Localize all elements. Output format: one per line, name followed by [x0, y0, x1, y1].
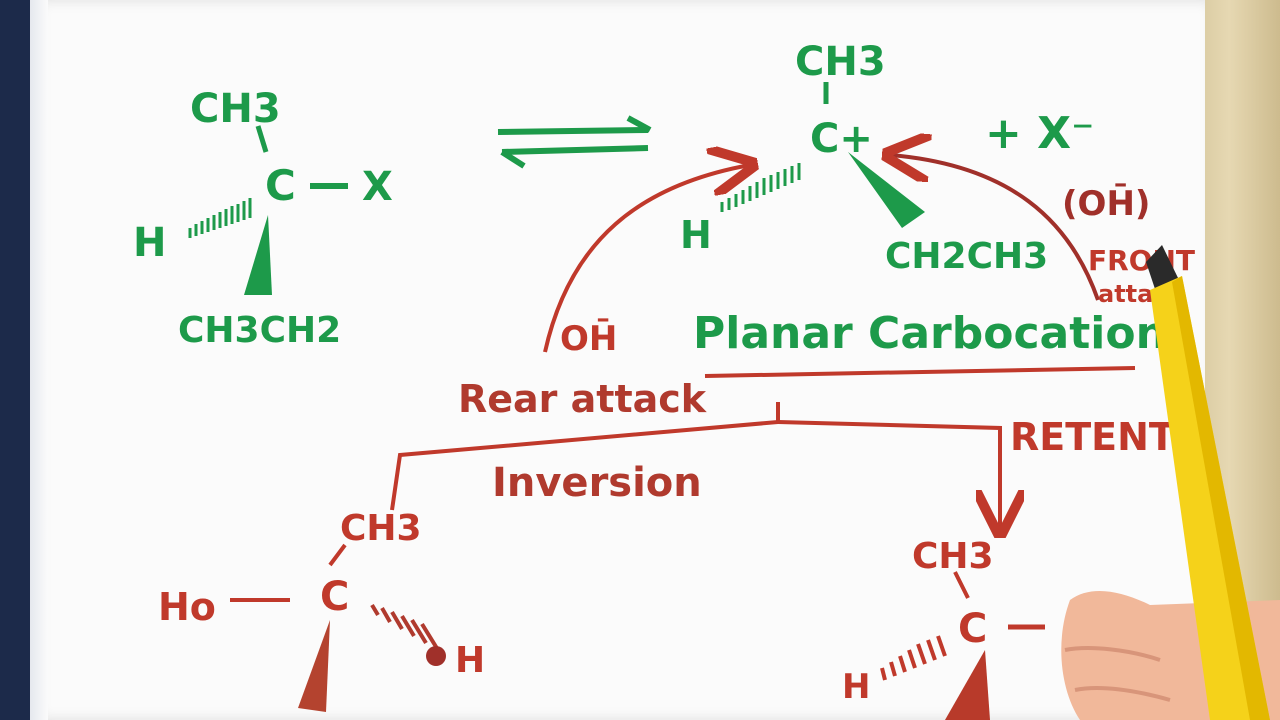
- inversion-product: CH3 C Ho H: [158, 508, 485, 712]
- retention-left-atom: H: [842, 667, 870, 707]
- paper-edge: [30, 0, 48, 720]
- paper-sheet: [30, 0, 1205, 720]
- inversion-hashed-bond: [370, 603, 440, 652]
- branch-right: [777, 420, 1000, 530]
- yellow-marker-icon: [1146, 245, 1270, 720]
- carbocation-bottom-group: CH2CH3: [885, 236, 1048, 277]
- front-attack-arrow: [890, 155, 1100, 301]
- inversion-wedge-bond: [298, 620, 330, 712]
- reactant-top-group: CH3: [190, 86, 281, 132]
- inversion-right-atom: H: [455, 640, 485, 681]
- inversion-center-carbon: C: [320, 574, 349, 620]
- rear-attack-arrow: [543, 165, 750, 353]
- inversion-label: Inversion: [492, 460, 702, 506]
- rear-nucleophile-label: OH̄: [560, 317, 617, 359]
- reactant-bottom-group: CH3CH2: [178, 310, 341, 351]
- branch-left: [390, 420, 779, 511]
- retention-top-group: CH3: [912, 536, 994, 577]
- reactant-hashed-bond: [188, 198, 252, 238]
- retention-center-carbon: C: [958, 606, 987, 652]
- inversion-top-group: CH3: [340, 508, 422, 549]
- planar-carbocation-label: Planar Carbocation: [693, 308, 1167, 359]
- reactant-center-carbon: C: [265, 161, 296, 210]
- equilibrium-arrows: [497, 115, 652, 169]
- front-nucleophile-label: (OH̄): [1062, 182, 1150, 224]
- reactant-left-atom: H: [133, 220, 166, 266]
- retention-wedge-bond: [945, 650, 990, 720]
- front-attack-label: FRONT: [1088, 244, 1195, 277]
- carbocation-left-atom: H: [680, 213, 712, 257]
- leaving-group-ion: + X⁻: [985, 108, 1094, 159]
- carbocation-molecule: CH3 C+ H CH2CH3 + X⁻: [680, 39, 1094, 277]
- reactant-wedge-bond: [244, 215, 272, 295]
- retention-hashed-bond: [880, 635, 947, 681]
- carbocation-center: C+: [810, 116, 873, 162]
- reactant-leaving-group: X: [362, 164, 393, 210]
- inversion-left-group: Ho: [158, 585, 216, 629]
- carbocation-top-group: CH3: [795, 39, 886, 85]
- retention-product: CH3 C H: [842, 536, 1045, 720]
- reactant-molecule: CH3 C X H CH3CH2: [133, 86, 393, 351]
- planar-underline: [704, 366, 1136, 378]
- rear-attack-label: Rear attack: [458, 377, 707, 421]
- retention-label: RETENTI: [1010, 415, 1189, 459]
- carbocation-wedge-bond: [848, 152, 925, 228]
